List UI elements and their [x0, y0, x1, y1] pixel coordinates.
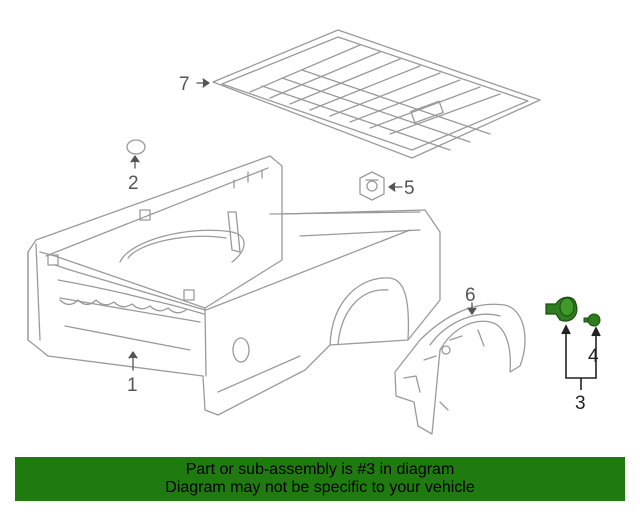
part-4-fastener[interactable]	[583, 313, 601, 327]
part-7-bed-mat[interactable]	[212, 29, 541, 159]
callout-6: 6	[465, 285, 476, 306]
callout-1: 1	[127, 375, 138, 396]
part-2-plug[interactable]	[126, 139, 146, 155]
banner-line-1: Part or sub-assembly is #3 in diagram	[185, 461, 455, 478]
part-5-tie-down[interactable]	[359, 171, 385, 201]
part-3-highlighted[interactable]	[545, 296, 578, 322]
callout-2: 2	[128, 173, 139, 194]
parts-diagram: 7 2 5 6 1 4 3	[27, 29, 601, 435]
callout-4: 4	[588, 346, 599, 367]
banner-line-2: Diagram may not be specific to your vehi…	[165, 479, 475, 496]
part-1-pickup-box[interactable]	[27, 155, 441, 416]
part-6-wheelhouse-liner[interactable]	[394, 303, 526, 435]
part-notice-banner: Part or sub-assembly is #3 in diagram Di…	[15, 457, 625, 501]
callout-3: 3	[575, 393, 586, 414]
part-3-bracket	[561, 324, 601, 390]
callout-7: 7	[179, 74, 190, 95]
callout-5: 5	[404, 178, 415, 199]
